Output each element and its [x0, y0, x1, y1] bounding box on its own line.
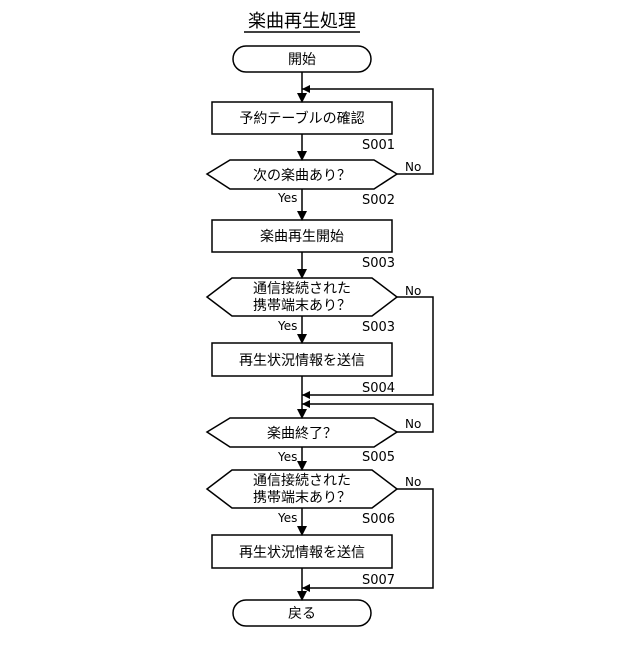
step-label-s005: S005 [362, 450, 395, 465]
step-label-s006: S006 [362, 512, 395, 527]
yes-label-connected-1: Yes [277, 319, 297, 333]
edge-connected-1-no-arrowhead [302, 391, 310, 399]
start-label: 開始 [288, 52, 316, 68]
edge-next-no-arrowhead [302, 85, 310, 93]
step-label-s003-b: S003 [362, 320, 395, 335]
check-table-label: 予約テーブルの確認 [239, 110, 364, 127]
no-label-song-end: No [405, 417, 421, 431]
no-label-next-song: No [405, 160, 421, 174]
no-label-connected-1: No [405, 284, 421, 298]
connected-1-line-1: 通信接続された [253, 280, 351, 297]
no-label-connected-2: No [405, 475, 421, 489]
connected-2-line-1: 通信接続された [253, 472, 351, 489]
start-playback-label: 楽曲再生開始 [260, 229, 344, 245]
step-label-s007: S007 [362, 573, 395, 588]
send-status-2-label: 再生状況情報を送信 [239, 545, 365, 561]
edge-connected-2-no-arrowhead [302, 584, 310, 592]
step-label-s001: S001 [362, 138, 395, 153]
connected-1-line-2: 携帯端末あり？ [253, 298, 351, 314]
page-title: 楽曲再生処理 [248, 11, 356, 32]
connected-2-line-2: 携帯端末あり？ [253, 490, 351, 506]
step-label-s004: S004 [362, 381, 395, 396]
step-label-s003-a: S003 [362, 256, 395, 271]
next-song-label: 次の楽曲あり？ [253, 168, 351, 184]
return-label: 戻る [288, 606, 316, 622]
yes-label-next-song: Yes [277, 191, 297, 205]
song-end-label: 楽曲終了？ [267, 426, 337, 442]
yes-label-song-end: Yes [277, 450, 297, 464]
edge-song-end-no-arrowhead [302, 400, 310, 408]
step-label-s002: S002 [362, 193, 395, 208]
send-status-1-label: 再生状況情報を送信 [239, 353, 365, 369]
yes-label-connected-2: Yes [277, 511, 297, 525]
